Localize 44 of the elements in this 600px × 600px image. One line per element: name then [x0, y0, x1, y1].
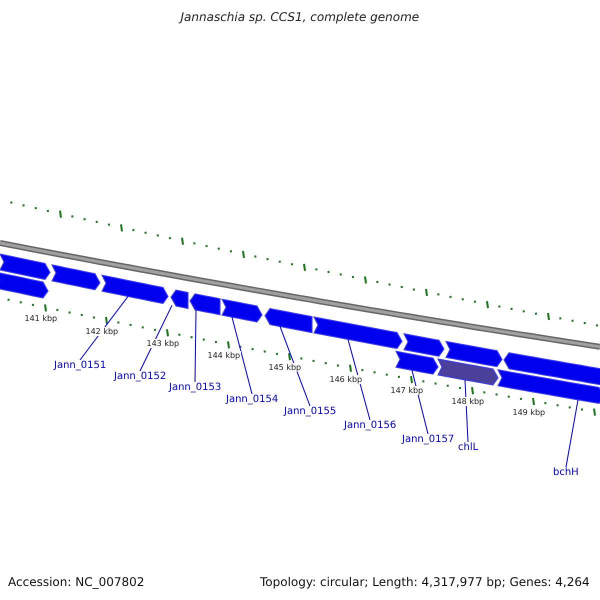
- gene-label: Jann_0155: [284, 406, 336, 417]
- gene-bar: [497, 369, 600, 404]
- title: Jannaschia sp. CCS1, complete genome: [180, 10, 420, 24]
- scale-label: 143 kbp: [146, 339, 180, 348]
- scale-label: 144 kbp: [206, 351, 242, 360]
- scale-label: 141 kbp: [24, 314, 58, 324]
- scale-label: 146 kbp: [328, 374, 364, 384]
- leader-line: [566, 399, 578, 468]
- leader-line: [464, 379, 468, 442]
- accession-text: Accession: NC_007802: [8, 575, 144, 589]
- gene-bar: [445, 340, 503, 368]
- gene-label: Jann_0151: [54, 360, 106, 371]
- genome-summary-text: Topology: circular; Length: 4,317,977 bp; Genes: 4,264: [260, 575, 590, 589]
- scale-label: 145 kbp: [268, 363, 302, 372]
- gene-label: chlL: [458, 442, 478, 453]
- gene-bar: [51, 264, 101, 290]
- gene-bar: [403, 333, 445, 357]
- gene-bar: [395, 350, 439, 375]
- gene-label: Jann_0156: [344, 420, 396, 431]
- scale-label: 142 kbp: [84, 326, 120, 336]
- gene-bar: [0, 253, 51, 280]
- leader-line: [348, 338, 370, 420]
- scale-label: 149 kbp: [512, 408, 546, 417]
- gene-label: bchH: [553, 467, 579, 478]
- scale-label: 147 kbp: [390, 386, 424, 396]
- gene-label: Jann_0152: [114, 371, 166, 382]
- gene-bar: [0, 272, 49, 299]
- gene-bar: [264, 308, 312, 334]
- gene-bar: [437, 358, 499, 386]
- gene-bar: [313, 316, 403, 350]
- scale-label: 148 kbp: [450, 397, 486, 406]
- gene-bar: [101, 274, 169, 304]
- gene-label: Jann_0157: [402, 434, 454, 445]
- leader-line: [280, 326, 310, 406]
- gene-bar: [170, 290, 188, 310]
- gene-bar: [189, 293, 220, 316]
- gene-label: Jann_0154: [226, 394, 278, 405]
- gene-bar: [503, 352, 600, 386]
- gene-bar: [221, 298, 263, 323]
- leader-line: [140, 304, 172, 372]
- leader-line: [232, 316, 252, 394]
- leader-line: [80, 296, 128, 360]
- leader-line: [194, 310, 196, 382]
- gene-label: Jann_0153: [169, 382, 222, 393]
